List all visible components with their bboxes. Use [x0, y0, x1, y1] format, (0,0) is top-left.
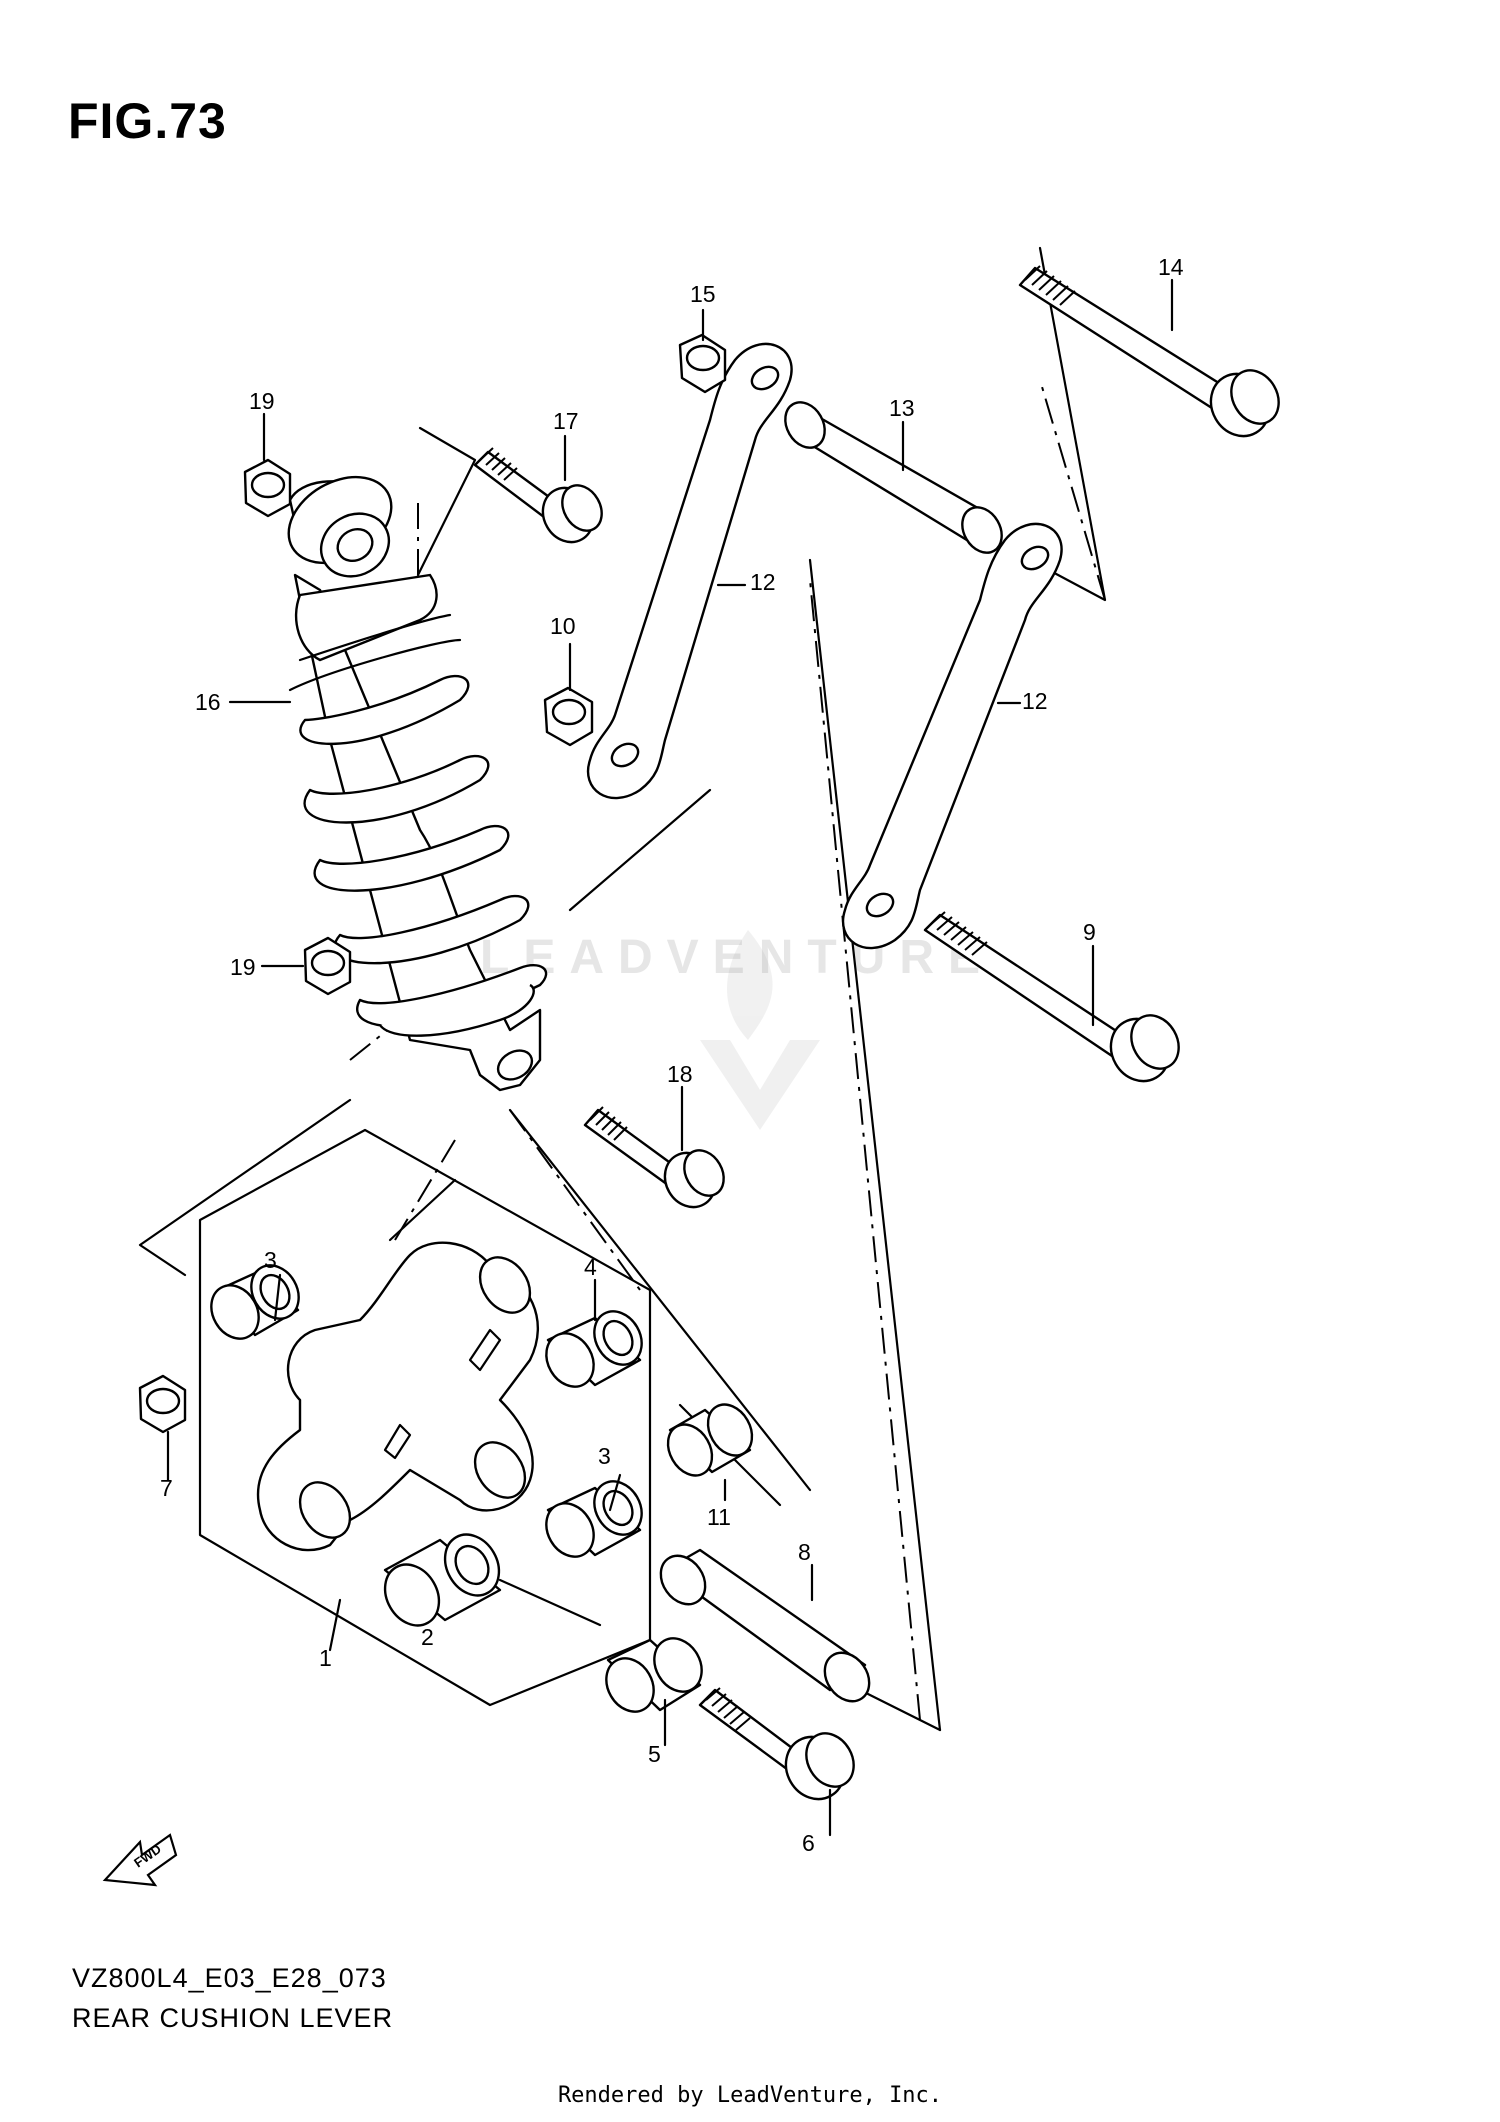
callout-9: 9: [1083, 919, 1096, 945]
fwd-arrow-icon: FWD: [102, 1833, 178, 1887]
callout-3a: 3: [264, 1247, 277, 1273]
callout-17: 17: [553, 408, 579, 434]
callout-leaders: [166, 278, 1174, 1837]
nut-10: [543, 686, 594, 747]
bearing-3-upper: [210, 1264, 300, 1340]
callout-12b: 12: [1022, 688, 1048, 714]
bolt-6: [698, 1687, 855, 1801]
callout-19b: 19: [230, 954, 256, 980]
callout-16: 16: [195, 689, 221, 715]
callout-11: 11: [707, 1504, 731, 1530]
nut-19-lower: [303, 936, 352, 996]
cushion-lever: [257, 1241, 540, 1552]
bolt-9: [923, 911, 1180, 1083]
callout-7: 7: [160, 1475, 173, 1501]
bolt-18: [583, 1106, 725, 1209]
callout-19a: 19: [249, 388, 275, 414]
bearing-4: [545, 1310, 643, 1388]
diagram-caption: REAR CUSHION LEVER: [72, 2003, 394, 2033]
pin-13: [784, 401, 1003, 554]
callout-3b: 3: [598, 1443, 611, 1469]
callout-5: 5: [648, 1741, 661, 1767]
spacer-8: [659, 1548, 871, 1703]
callout-13: 13: [889, 395, 915, 421]
spacer-5: [605, 1637, 703, 1713]
callout-12a: 12: [750, 569, 776, 595]
figure-title: FIG.73: [68, 93, 227, 149]
callout-4: 4: [584, 1254, 597, 1280]
callout-18: 18: [667, 1061, 693, 1087]
callout-2: 2: [421, 1624, 434, 1650]
callout-8: 8: [798, 1539, 811, 1565]
callout-1: 1: [319, 1645, 332, 1671]
callout-6: 6: [802, 1830, 815, 1856]
nut-15: [678, 333, 727, 394]
bearing-3-lower: [545, 1480, 643, 1558]
nut-19-upper: [243, 458, 292, 518]
bolt-14: [1018, 265, 1280, 438]
callout-10: 10: [550, 613, 576, 639]
assembly-lines: [138, 246, 1107, 1732]
rear-shock-16: [287, 475, 548, 1092]
rod-12-left: [587, 342, 793, 800]
model-code: VZ800L4_E03_E28_073: [72, 1963, 387, 1993]
callout-numbers: 1 2 3 3 4 5 6 7 8 9 10 11 12 12 13 14 15…: [160, 254, 1184, 1856]
footer-credit: Rendered by LeadVenture, Inc.: [557, 2083, 943, 2108]
watermark-logo-icon: [700, 930, 820, 1130]
nut-7: [138, 1374, 187, 1434]
bolt-17: [473, 447, 603, 544]
rod-12-right: [842, 522, 1063, 950]
spacer-11: [666, 1403, 754, 1477]
callout-15: 15: [690, 281, 716, 307]
callout-14: 14: [1158, 254, 1184, 280]
bearing-2: [383, 1533, 502, 1627]
